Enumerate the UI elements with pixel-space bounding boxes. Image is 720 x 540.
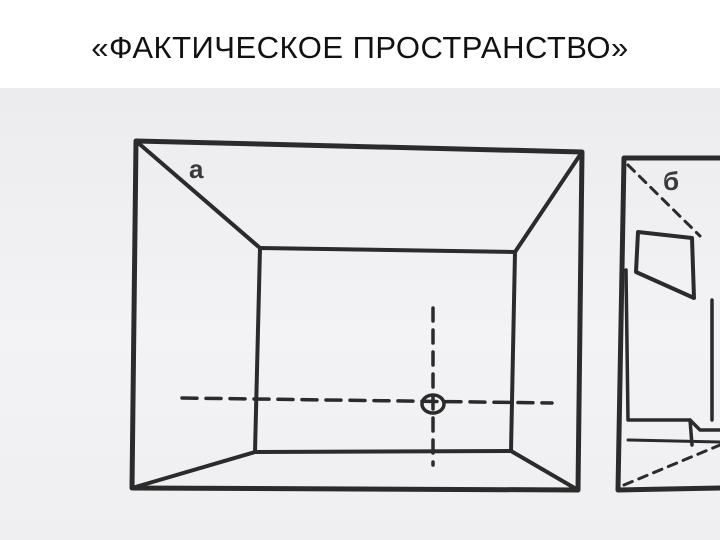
edge-bottom-left xyxy=(130,450,257,490)
label-a: а xyxy=(189,154,204,184)
label-b: б xyxy=(663,166,679,196)
scanned-illustration: а б xyxy=(0,88,720,540)
horizon-line xyxy=(180,396,554,405)
panel-shape xyxy=(634,230,696,300)
vanishing-point-marker xyxy=(420,393,446,415)
diagonal-dashed xyxy=(626,163,702,238)
back-wall xyxy=(253,246,517,454)
edge-bottom-right xyxy=(509,449,580,492)
outer-frame-b xyxy=(615,155,720,493)
figure-a xyxy=(129,138,585,493)
page-title: «ФАКТИЧЕСКОЕ ПРОСТРАНСТВО» xyxy=(91,30,629,65)
floor-step xyxy=(626,438,720,444)
floor-dashed xyxy=(622,443,720,487)
edge-top-left xyxy=(134,139,262,250)
perspective-diagram: а б xyxy=(129,138,720,493)
figure-b xyxy=(615,155,720,493)
edge-top-right xyxy=(513,150,584,254)
inner-wall xyxy=(624,268,720,432)
